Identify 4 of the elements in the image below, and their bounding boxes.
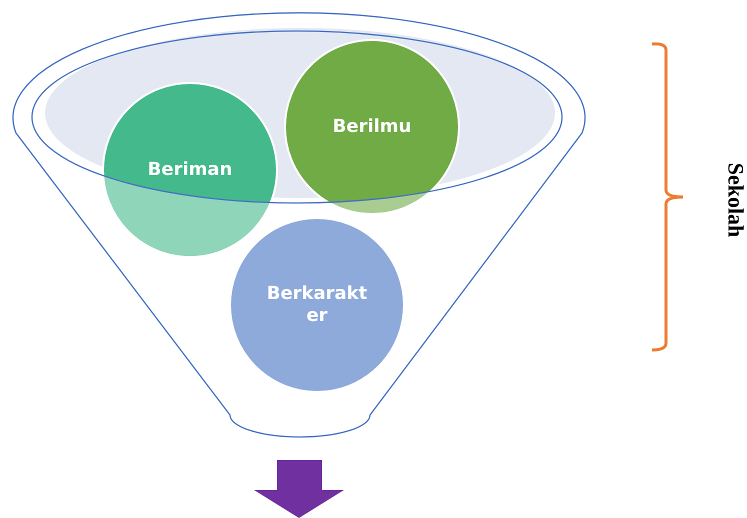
side-label: Sekolah <box>722 162 747 238</box>
node-label: Beriman <box>146 158 234 182</box>
node-label: Berilmu <box>332 116 412 138</box>
node-label: Berkarakter <box>266 282 368 328</box>
